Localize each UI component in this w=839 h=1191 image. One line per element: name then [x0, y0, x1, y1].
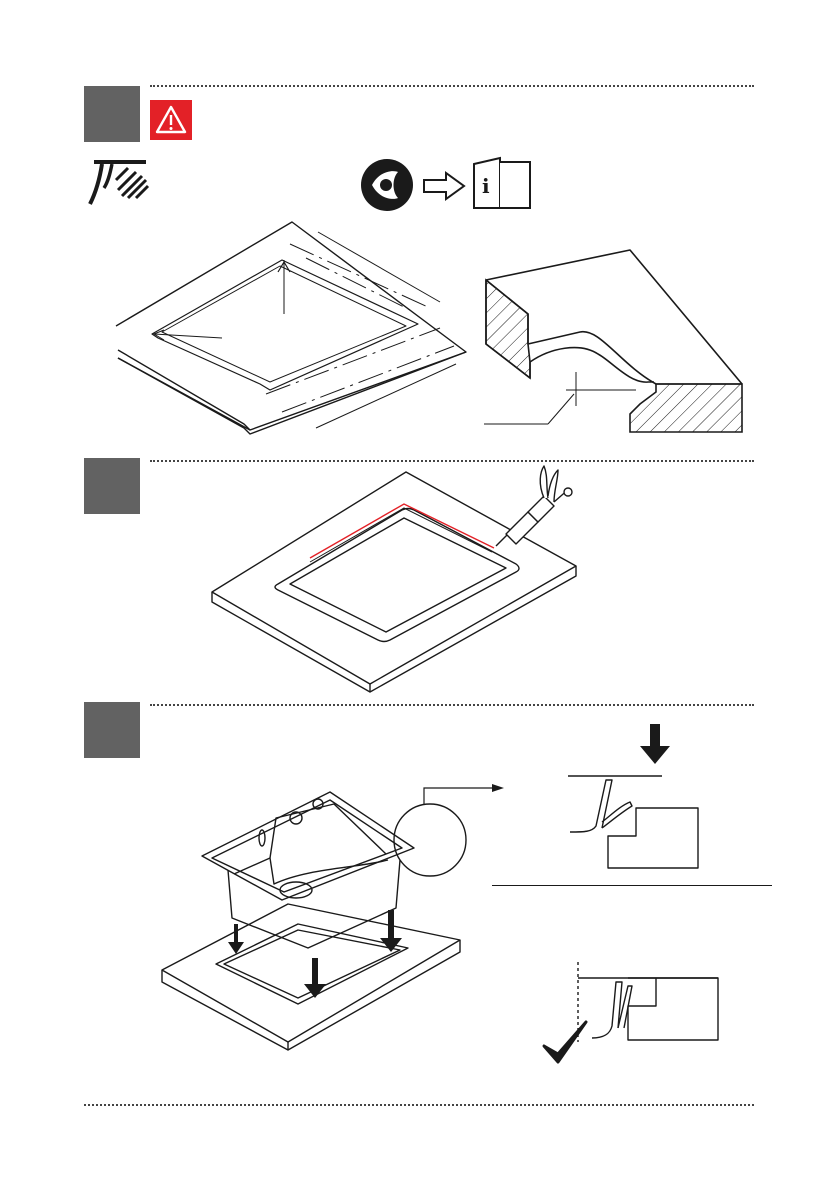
manual-info-letter: i: [482, 174, 490, 198]
step-2-separator: [150, 460, 754, 462]
rim-detail-after: [570, 962, 720, 1042]
detail-divider: [492, 885, 772, 886]
step-1-badge: [84, 86, 140, 142]
warning-badge: [150, 100, 192, 140]
arrow-right-icon: [422, 171, 466, 201]
bottom-separator: [84, 1104, 754, 1106]
arrow-down-icon: [640, 724, 670, 764]
warning-icon: [150, 100, 192, 140]
step-3-separator: [150, 704, 754, 706]
hot-surface-icon: [84, 152, 154, 212]
instruction-manual-icon: [472, 156, 532, 210]
instruction-manual: i: [472, 156, 532, 210]
checkmark-icon: [540, 1018, 590, 1068]
step-2-badge: [84, 458, 140, 514]
countertop-measure-diagram: [110, 218, 470, 438]
cutout-edge-section: [470, 244, 770, 444]
eye-icon: [360, 158, 414, 212]
sealant-gun-icon: [488, 462, 578, 552]
step-1-separator: [150, 85, 754, 87]
sink-installation-diagram: [158, 778, 478, 1058]
rim-detail-before: [566, 772, 706, 872]
step-3-badge: [84, 702, 140, 758]
